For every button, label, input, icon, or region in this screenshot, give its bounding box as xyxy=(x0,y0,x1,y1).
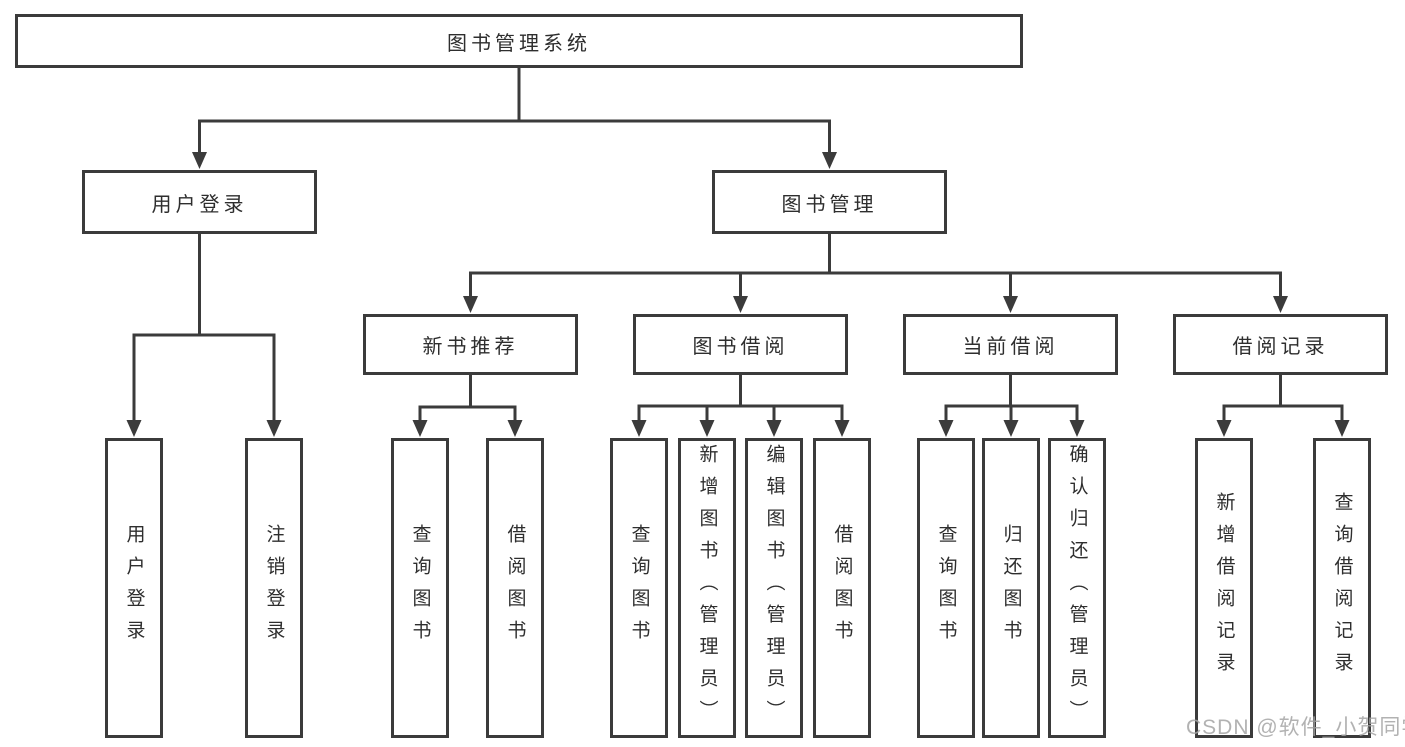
leaf-borrowing-borrow-book: 借阅图书 xyxy=(813,438,871,738)
leaf-label: 借阅图书 xyxy=(504,524,526,652)
arrowheads xyxy=(126,152,1350,437)
leaf-recommend-borrow-book: 借阅图书 xyxy=(486,438,544,738)
csdn-watermark: CSDN @软件_小贺同学 xyxy=(1186,716,1405,739)
leaf-label: 查询图书 xyxy=(409,524,431,652)
leaf-label: 归还图书 xyxy=(1000,524,1022,652)
node-book-management: 图书管理 xyxy=(712,170,947,234)
leaf-current-confirm-return-admin: 确认归还（管理员） xyxy=(1048,438,1106,738)
leaf-label: 新增图书（管理员） xyxy=(696,444,718,732)
leaf-records-query-record: 查询借阅记录 xyxy=(1313,438,1371,738)
leaf-borrowing-query-book: 查询图书 xyxy=(610,438,668,738)
leaf-borrowing-add-book-admin: 新增图书（管理员） xyxy=(678,438,736,738)
node-book-borrowing: 图书借阅 xyxy=(633,314,848,375)
leaf-label: 查询借阅记录 xyxy=(1331,492,1353,684)
leaf-current-return-book: 归还图书 xyxy=(982,438,1040,738)
node-borrowing-records: 借阅记录 xyxy=(1173,314,1388,375)
leaf-label: 确认归还（管理员） xyxy=(1066,444,1088,732)
leaf-records-add-record: 新增借阅记录 xyxy=(1195,438,1253,738)
leaf-label: 用户登录 xyxy=(123,524,145,652)
node-user-login: 用户登录 xyxy=(82,170,317,234)
leaf-label: 借阅图书 xyxy=(831,524,853,652)
leaf-recommend-query-book: 查询图书 xyxy=(391,438,449,738)
leaf-borrowing-edit-book-admin: 编辑图书（管理员） xyxy=(745,438,803,738)
node-new-book-recommendation: 新书推荐 xyxy=(363,314,578,375)
leaf-label: 编辑图书（管理员） xyxy=(763,444,785,732)
leaf-label: 注销登录 xyxy=(263,524,285,652)
leaf-logout: 注销登录 xyxy=(245,438,303,738)
leaf-label: 新增借阅记录 xyxy=(1213,492,1235,684)
node-current-borrowing: 当前借阅 xyxy=(903,314,1118,375)
node-library-system: 图书管理系统 xyxy=(15,14,1023,68)
leaf-user-login: 用户登录 xyxy=(105,438,163,738)
leaf-label: 查询图书 xyxy=(628,524,650,652)
leaf-current-query-book: 查询图书 xyxy=(917,438,975,738)
leaf-label: 查询图书 xyxy=(935,524,957,652)
